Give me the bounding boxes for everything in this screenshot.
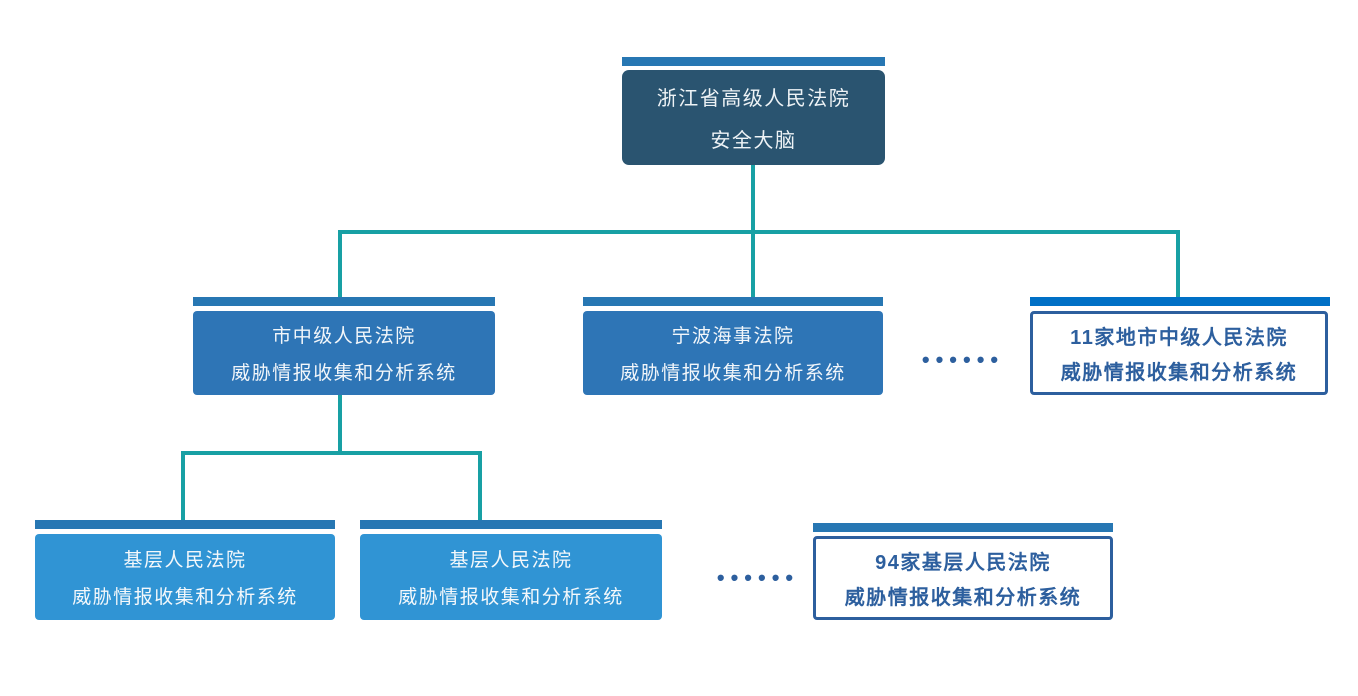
summary-94-line2: 威胁情报收集和分析系统 (844, 587, 1082, 610)
basic-court-2-node: 基层人民法院 威胁情报收集和分析系统 (360, 534, 662, 620)
summary-94-node: 94家基层人民法院 威胁情报收集和分析系统 (813, 536, 1113, 620)
basic-court-1-topbar (35, 520, 335, 529)
connector-sub-horizontal (181, 451, 482, 455)
root-node-line2: 安全大脑 (710, 129, 797, 152)
ningbo-maritime-court-node: 宁波海事法院 威胁情报收集和分析系统 (583, 311, 883, 395)
basic-court-1-node: 基层人民法院 威胁情报收集和分析系统 (35, 534, 335, 620)
basic-court-1-line1: 基层人民法院 (123, 549, 247, 571)
intermediate-court-topbar (193, 297, 495, 306)
summary-11-node: 11家地市中级人民法院 威胁情报收集和分析系统 (1030, 311, 1328, 395)
level3-ellipsis: •••••• (716, 565, 800, 590)
level2-ellipsis: •••••• (921, 347, 1005, 372)
connector-mid-vertical (338, 395, 342, 453)
basic-court-2-line1: 基层人民法院 (449, 549, 573, 571)
connector-main-horizontal (338, 230, 1180, 234)
ningbo-maritime-court-line2: 威胁情报收集和分析系统 (620, 363, 846, 384)
connector-sub-left-drop (181, 451, 185, 520)
summary-94-line1: 94家基层人民法院 (875, 551, 1051, 574)
basic-court-1-line2: 威胁情报收集和分析系统 (72, 587, 298, 609)
connector-left-drop (338, 230, 342, 297)
intermediate-court-line1: 市中级人民法院 (272, 326, 416, 347)
summary-11-topbar (1030, 297, 1330, 306)
summary-11-line2: 威胁情报收集和分析系统 (1060, 362, 1298, 385)
connector-right-drop (1176, 230, 1180, 297)
basic-court-2-topbar (360, 520, 662, 529)
summary-11-line1: 11家地市中级人民法院 (1070, 326, 1288, 349)
root-node: 浙江省高级人民法院 安全大脑 (622, 70, 885, 165)
intermediate-court-line2: 威胁情报收集和分析系统 (231, 363, 457, 384)
root-node-line1: 浙江省高级人民法院 (656, 88, 851, 111)
basic-court-2-line2: 威胁情报收集和分析系统 (398, 587, 624, 609)
summary-94-topbar (813, 523, 1113, 532)
ningbo-maritime-court-line1: 宁波海事法院 (671, 326, 795, 347)
intermediate-court-node: 市中级人民法院 威胁情报收集和分析系统 (193, 311, 495, 395)
connector-sub-right-drop (478, 451, 482, 520)
root-node-topbar (622, 57, 885, 66)
ningbo-maritime-court-topbar (583, 297, 883, 306)
